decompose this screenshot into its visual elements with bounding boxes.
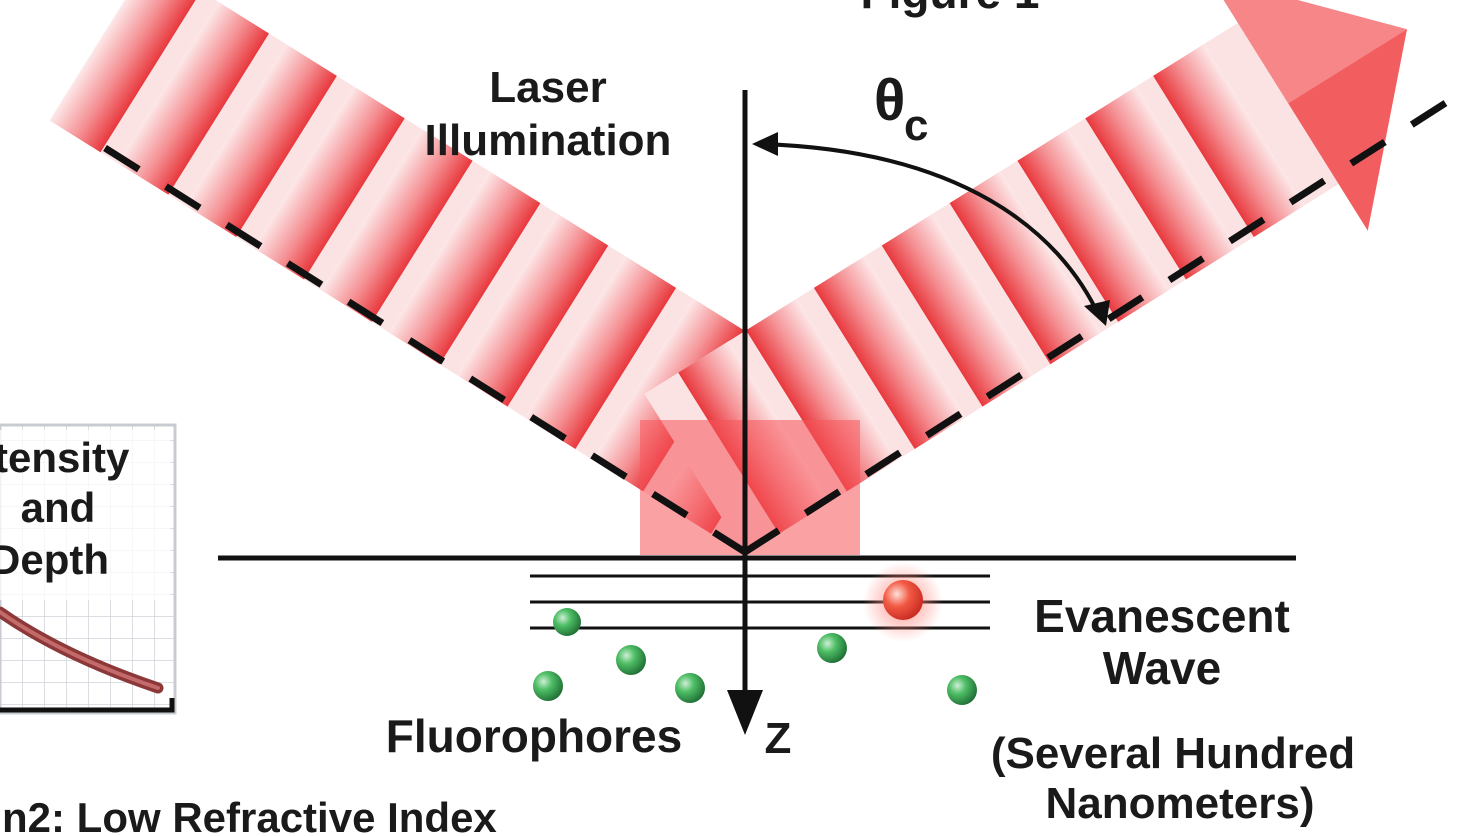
fluorophores [533, 562, 977, 705]
fluorophore [616, 645, 646, 675]
z-axis-label: Z [765, 714, 792, 763]
evanescent-depth-note-line2: Nanometers) [1046, 779, 1315, 828]
laser-label-line2: Illumination [425, 116, 672, 165]
figure-title: Figure 1 [861, 0, 1040, 18]
laser-label-line1: Laser [489, 63, 606, 112]
fluorophores-label: Fluorophores [386, 710, 682, 762]
critical-angle-arrow-start [752, 132, 778, 156]
inset-label-line2: and [21, 484, 96, 531]
evanescent-label-line1: Evanescent [1034, 590, 1290, 642]
fluorophore [947, 675, 977, 705]
evanescent-depth-note-line1: (Several Hundred [991, 729, 1355, 778]
incident-beam-axis [103, 145, 747, 555]
inset-axis [0, 698, 175, 713]
beam-overlap [640, 420, 860, 555]
evanescent-label-line2: Wave [1103, 642, 1221, 694]
excited-fluorophore [883, 580, 923, 620]
inset-label-line1: tensity [0, 434, 130, 481]
fluorophore [553, 608, 581, 636]
theta-subscript: c [904, 101, 928, 150]
intensity-depth-inset [0, 423, 177, 715]
fluorophore [817, 633, 847, 663]
critical-angle-arrow-end [1084, 300, 1110, 326]
inset-label-line3: Depth [0, 536, 109, 583]
fluorophore [533, 671, 563, 701]
medium-refractive-index-label: n2: Low Refractive Index [2, 794, 497, 836]
fluorophore [675, 673, 705, 703]
critical-angle-arc [759, 142, 1102, 319]
z-axis-arrowhead [727, 690, 763, 735]
theta-symbol: θ [874, 68, 905, 133]
